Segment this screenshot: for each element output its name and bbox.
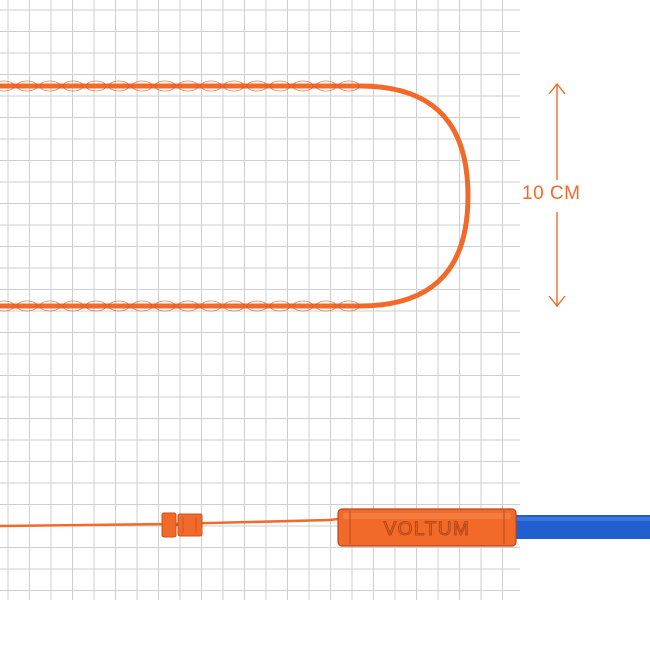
connector-sleeve: VOLTUM <box>337 508 517 547</box>
splice-clip <box>161 512 203 538</box>
dimension-marker <box>548 82 566 308</box>
connector-brand-text: VOLTUM <box>384 519 471 540</box>
cold-lead-cable <box>0 512 347 538</box>
heating-cable <box>0 83 471 309</box>
heating-cable-loop <box>0 80 471 312</box>
dimension-label: 10 CM <box>522 183 581 204</box>
arrow-up-icon <box>548 82 566 95</box>
fiberglass-mesh-grid <box>0 0 520 600</box>
arrow-down-icon <box>548 295 566 308</box>
cable-twist-pattern <box>0 80 360 312</box>
